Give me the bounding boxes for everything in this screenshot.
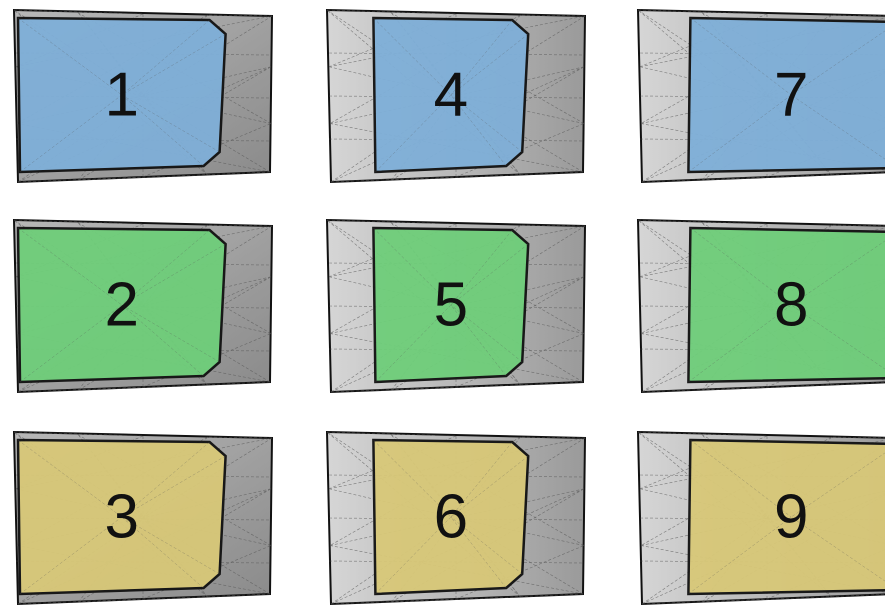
panel-4: 4	[327, 10, 585, 182]
panel-number: 6	[434, 482, 468, 551]
panel-3: 3	[14, 432, 272, 604]
panel-8: 8	[638, 220, 885, 392]
panel-number: 4	[434, 60, 468, 129]
panel-1: 1	[14, 10, 272, 182]
panel-number: 7	[774, 60, 808, 129]
panel-number: 5	[434, 270, 468, 339]
panel-5: 5	[327, 220, 585, 392]
panel-number: 8	[774, 270, 808, 339]
panel-number: 1	[105, 60, 139, 129]
panel-7: 7	[638, 10, 885, 182]
panel-number: 2	[105, 270, 139, 339]
panel-9: 9	[638, 432, 885, 604]
panel-number: 3	[105, 482, 139, 551]
panel-6: 6	[327, 432, 585, 604]
panel-number: 9	[774, 482, 808, 551]
panel-2: 2	[14, 220, 272, 392]
